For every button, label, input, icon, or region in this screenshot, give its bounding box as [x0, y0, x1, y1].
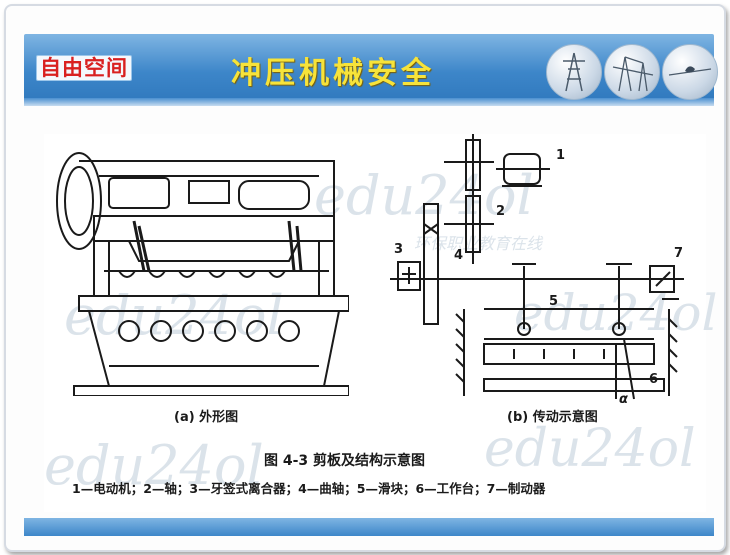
- shear-external-view: [56, 152, 349, 396]
- figure-caption: 图 4-3 剪板及结构示意图: [264, 453, 426, 469]
- label-7: 7: [674, 246, 684, 261]
- watermark: edu24ol: [484, 419, 696, 479]
- label-6: 6: [649, 372, 659, 387]
- label-3: 3: [394, 242, 404, 257]
- header-decorations: [546, 44, 718, 100]
- watermark: edu24ol: [514, 284, 718, 342]
- slide-frame: 自由空间 冲压机械安全 edu24ol 环保职业教育在线 edu24ol edu…: [4, 4, 726, 552]
- tower-icon: [546, 44, 602, 100]
- label-5: 5: [549, 294, 559, 309]
- label-1: 1: [556, 148, 566, 163]
- subcaption-a: (a) 外形图: [174, 410, 239, 425]
- watermark: edu24ol: [64, 284, 284, 347]
- figure-area: edu24ol 环保职业教育在线 edu24ol edu24ol edu24ol…: [44, 134, 718, 512]
- label-alpha: α: [619, 392, 628, 407]
- footer-bar: [24, 518, 714, 536]
- figure-legend: 1—电动机；2—轴；3—牙签式离合器；4—曲轴；5—滑块；6—工作台；7—制动器: [72, 481, 546, 496]
- watermark: 环保职业教育在线: [414, 234, 543, 253]
- logo-text: 自由空间: [36, 55, 132, 81]
- header-strip: [24, 98, 714, 106]
- label-2: 2: [496, 204, 506, 219]
- subcaption-b: (b) 传动示意图: [507, 410, 598, 425]
- bird-icon: [662, 44, 718, 100]
- transmission-diagram: [390, 134, 684, 400]
- logo: 自由空间: [36, 55, 133, 83]
- watermark: edu24ol: [44, 434, 264, 497]
- power-line-icon: [604, 44, 660, 100]
- slide-title: 冲压机械安全: [231, 56, 435, 91]
- label-4: 4: [454, 248, 464, 263]
